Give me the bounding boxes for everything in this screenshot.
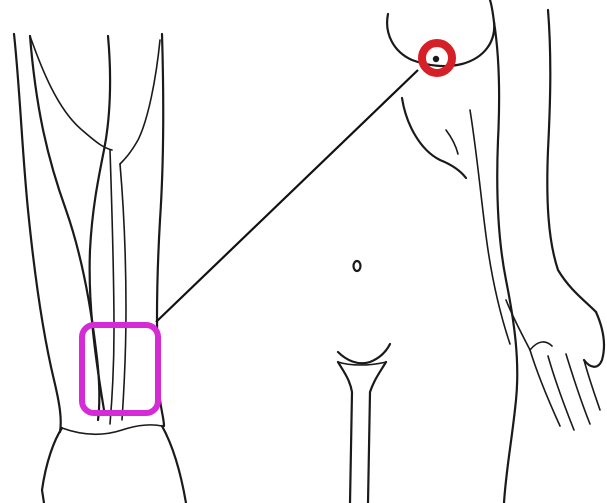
- leg-calf-contour-right: [120, 40, 160, 164]
- pelvis-curve: [338, 344, 390, 363]
- leg-calf-contour-left: [30, 36, 112, 150]
- inner-thigh-right: [368, 362, 386, 503]
- leg-ankle-right: [162, 426, 186, 503]
- arm-outer-edge: [547, 10, 596, 312]
- nipple-dot: [433, 56, 439, 62]
- leg-heel-curve: [62, 425, 162, 434]
- underbust-curve: [402, 98, 466, 178]
- inner-thigh-left: [338, 362, 352, 503]
- hand-fingers: [530, 350, 600, 430]
- leg-tendon-line: [110, 150, 114, 424]
- hand-outline: [584, 312, 604, 367]
- connector-line: [156, 70, 418, 322]
- leg-shin-line: [120, 164, 126, 420]
- leg-left-bone-inner: [30, 36, 99, 420]
- leg-inner-calf: [90, 36, 110, 410]
- torso-right-side: [494, 22, 517, 503]
- breast-marker: [422, 43, 452, 73]
- navel: [354, 261, 361, 271]
- arm-inner-line: [470, 110, 510, 344]
- breast-outline: [387, 0, 494, 66]
- lower-leg-figure: [14, 34, 186, 503]
- leg-ankle-left: [42, 428, 62, 503]
- torso-figure: [338, 0, 604, 503]
- rib-line: [446, 130, 458, 154]
